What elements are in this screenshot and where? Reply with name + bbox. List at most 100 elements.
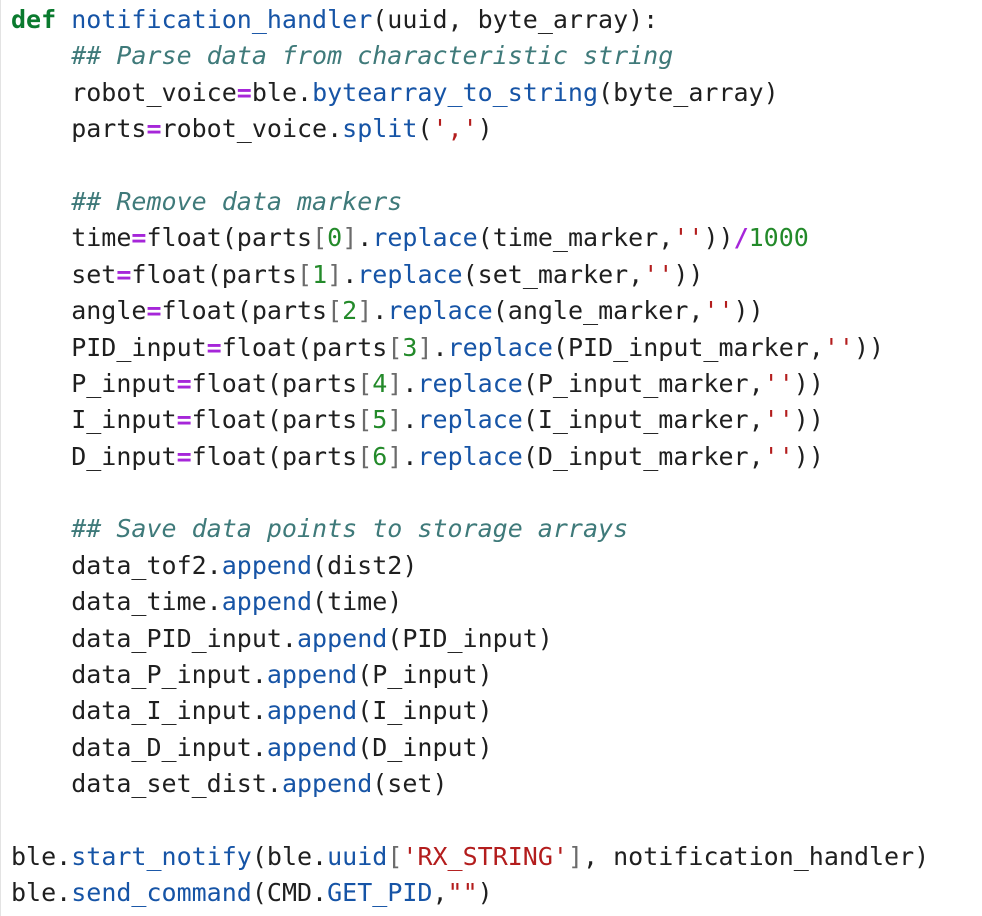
code-token-st: 'RX_STRING' <box>402 841 568 871</box>
code-line: parts=robot_voice.split(',') <box>11 111 929 147</box>
code-line: D_input=float(parts[6].replace(D_input_m… <box>11 439 929 475</box>
code-token-tx: ble. <box>11 841 72 871</box>
code-token-op: = <box>176 441 192 471</box>
code-token-tx: data_P_input. <box>11 660 267 690</box>
code-token-fn: append <box>266 660 358 690</box>
code-token-idx: 2 <box>342 296 358 326</box>
code-token-op: = <box>116 259 132 289</box>
code-token-br: [ <box>387 332 403 362</box>
code-line: set=float(parts[1].replace(set_marker,''… <box>11 257 929 293</box>
code-token-fn: start_notify <box>71 841 252 871</box>
code-token-tx: )) <box>733 296 764 326</box>
code-token-tx: robot_voice. <box>161 114 343 144</box>
code-token-tx: time <box>11 223 132 253</box>
code-token-tx: data_PID_input. <box>11 623 297 653</box>
code-token-fn: replace <box>447 332 553 362</box>
code-token-tx: parts <box>11 114 147 144</box>
code-line: ## Remove data markers <box>11 184 929 220</box>
code-token-tx: , notification_handler) <box>583 841 930 871</box>
code-token-op: = <box>131 223 147 253</box>
code-token-fn: append <box>281 769 373 799</box>
code-token-tx: (I_input) <box>357 696 493 726</box>
code-token-tx: (D_input_marker, <box>522 441 764 471</box>
code-line: data_I_input.append(I_input) <box>11 693 929 729</box>
code-token-tx <box>11 806 26 835</box>
code-token-tx: . <box>402 368 418 398</box>
code-token-tx: data_time. <box>11 587 222 617</box>
code-token-st: '' <box>763 405 794 435</box>
code-token-tx: . <box>342 259 358 289</box>
code-token-tx <box>11 514 71 543</box>
code-token-tx: (byte_array) <box>598 77 779 107</box>
code-token-tx: (PID_input_marker, <box>552 332 824 362</box>
code-line: ## Parse data from characteristic string <box>11 38 929 74</box>
code-token-tx: . <box>402 441 418 471</box>
code-token-tx: . <box>372 296 388 326</box>
code-token-br: ] <box>387 405 403 435</box>
code-line: data_PID_input.append(PID_input) <box>11 621 929 657</box>
code-token-st: '' <box>673 223 704 253</box>
code-token-tx: (P_input_marker, <box>522 368 764 398</box>
code-token-tx <box>11 151 26 180</box>
code-token-tx: (ble. <box>251 841 328 871</box>
code-token-tx: (time) <box>312 587 403 617</box>
code-token-st: "" <box>447 878 478 908</box>
code-token-cm: ## Save data points to storage arrays <box>71 514 629 544</box>
code-token-idx: 6 <box>372 441 388 471</box>
code-token-tx: set <box>11 259 117 289</box>
code-token-tx: data_set_dist. <box>11 769 282 799</box>
code-token-tx: (P_input) <box>357 660 493 690</box>
code-token-fn: split <box>342 114 418 144</box>
code-token-fn: bytearray_to_string <box>312 77 599 107</box>
code-token-st: ',' <box>432 114 478 144</box>
code-token-tx: float(parts <box>221 332 388 362</box>
code-token-fn: notification_handler <box>71 5 373 34</box>
code-line <box>11 475 929 511</box>
code-line: ## Save data points to storage arrays <box>11 511 929 547</box>
code-token-tx: ble. <box>11 878 72 908</box>
code-token-tx <box>56 5 71 34</box>
code-token-tx: )) <box>793 441 824 471</box>
code-token-br: ] <box>342 223 358 253</box>
code-token-tx: (angle_marker, <box>492 296 704 326</box>
code-token-tx: P_input <box>11 368 177 398</box>
code-line: data_set_dist.append(set) <box>11 766 929 802</box>
code-token-tx: . <box>402 405 418 435</box>
code-token-tx: data_I_input. <box>11 696 267 726</box>
code-line: data_P_input.append(P_input) <box>11 657 929 693</box>
code-token-br: [ <box>357 368 373 398</box>
code-token-fn: append <box>221 550 313 580</box>
code-token-tx: . <box>432 332 448 362</box>
code-token-fn: replace <box>387 296 493 326</box>
code-token-tx: )) <box>673 259 704 289</box>
code-token-tx: ) <box>477 114 493 144</box>
code-line: P_input=float(parts[4].replace(P_input_m… <box>11 366 929 402</box>
code-line: time=float(parts[0].replace(time_marker,… <box>11 220 929 256</box>
code-token-tx: float(parts <box>191 441 358 471</box>
code-token-idx: 1 <box>312 259 328 289</box>
code-token-cm: ## Remove data markers <box>71 186 403 216</box>
code-editor[interactable]: def notification_handler(uuid, byte_arra… <box>11 2 929 912</box>
code-token-tx: robot_voice <box>11 77 237 107</box>
code-line <box>11 148 929 184</box>
code-line: I_input=float(parts[5].replace(I_input_m… <box>11 402 929 438</box>
code-token-fn: append <box>221 587 313 617</box>
code-token-tx: (uuid, byte_array): <box>372 5 659 34</box>
code-token-op: = <box>146 296 162 326</box>
code-token-br: ] <box>387 368 403 398</box>
code-token-br: ] <box>567 841 584 871</box>
code-token-tx: data_tof2. <box>11 550 222 580</box>
code-token-tx: )) <box>793 368 824 398</box>
code-line: PID_input=float(parts[3].replace(PID_inp… <box>11 330 929 366</box>
code-token-tx: float(parts <box>191 405 358 435</box>
code-token-nm: 1000 <box>748 223 809 253</box>
code-token-tx: ble. <box>251 77 313 107</box>
code-token-tx: (time_marker, <box>477 223 674 253</box>
code-token-br: ] <box>387 441 403 471</box>
code-token-tx: float(parts <box>146 223 313 253</box>
code-token-br: [ <box>357 405 373 435</box>
code-line: data_tof2.append(dist2) <box>11 548 929 584</box>
code-token-tx: ( <box>417 114 433 144</box>
code-token-idx: 0 <box>327 223 343 253</box>
